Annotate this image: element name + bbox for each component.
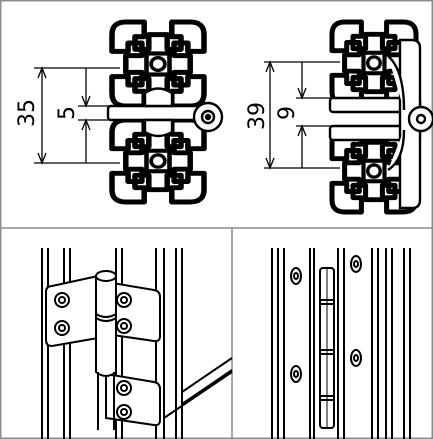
dimension-lines-right bbox=[264, 60, 340, 170]
hinge-leaf-left bbox=[45, 274, 99, 348]
top-right-hinge-section: 39 9 bbox=[245, 22, 433, 212]
hinge-leaf-left bbox=[106, 87, 224, 138]
bottom-left-hinge-view bbox=[41, 248, 233, 439]
hinge-knuckle bbox=[95, 270, 117, 430]
dimension-label-39: 39 bbox=[245, 102, 270, 130]
dimension-label-9: 9 bbox=[275, 106, 300, 120]
bottom-right-hinge-view bbox=[271, 248, 411, 439]
hinge-knuckle bbox=[319, 267, 335, 429]
hinge-leaf-right bbox=[105, 280, 161, 427]
dimension-label-35: 35 bbox=[15, 99, 40, 127]
top-left-hinge-section: 35 5 bbox=[15, 22, 224, 202]
dimension-label-5: 5 bbox=[55, 106, 80, 120]
dimension-lines-left bbox=[34, 66, 120, 165]
screw-heads bbox=[290, 255, 362, 383]
hinge-leaves-right bbox=[328, 38, 433, 210]
